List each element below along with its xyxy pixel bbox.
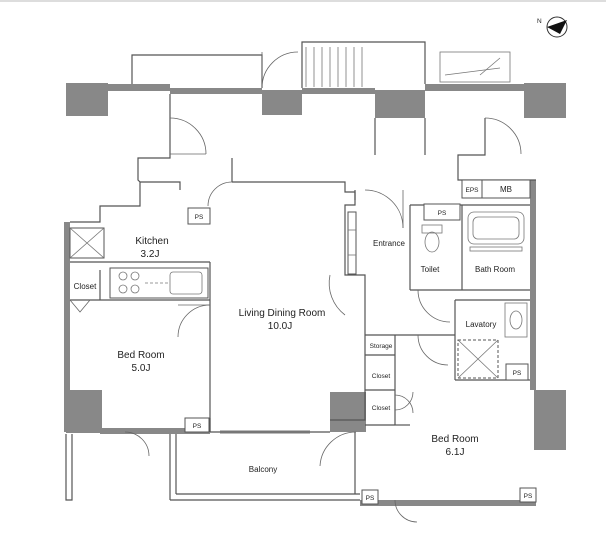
kitchen-counter [109, 267, 209, 299]
svg-text:PS: PS [195, 214, 204, 221]
svg-text:PS: PS [513, 370, 522, 377]
svg-text:PS: PS [438, 210, 447, 217]
structural-walls [64, 83, 566, 506]
wall-right-interior [530, 180, 536, 390]
door-bedroom-right [394, 499, 418, 523]
column-bottom-center [330, 392, 366, 432]
interior-walls [69, 94, 536, 434]
wall-bottom-left [100, 428, 210, 434]
fridge-space [69, 227, 105, 259]
ps-box-bottom-center [361, 489, 379, 505]
wall-top-right-segment [425, 84, 524, 91]
door-balcony-right [319, 431, 357, 467]
storage-label: Storage [370, 343, 393, 350]
stove-burner-icon [130, 284, 140, 294]
column-bottom-right [534, 390, 566, 450]
door-closet-left [69, 299, 91, 313]
balcony-outline [65, 432, 360, 501]
bedroom-right-label: Bed Room [431, 434, 478, 445]
stove-burner-icon [118, 284, 128, 294]
door-balcony-left [124, 431, 150, 457]
closet-mid-2-label: Closet [372, 405, 391, 412]
svg-text:EPS: EPS [465, 187, 479, 194]
bathtub-icon [467, 211, 525, 245]
stove-burner-icon [130, 271, 140, 281]
svg-text:PS: PS [366, 495, 375, 502]
door-bedroom-left [177, 304, 211, 338]
wall-top-mid-segment [170, 88, 262, 94]
svg-text:PS: PS [524, 493, 533, 500]
stove-burner-icon [118, 271, 128, 281]
closet-left-label: Closet [74, 282, 97, 291]
sink-icon [169, 271, 203, 295]
door-entrance [364, 189, 404, 229]
hatch-area [439, 51, 511, 83]
column-top-center [262, 90, 302, 115]
doors [69, 117, 522, 523]
ldk-label: Living Dining Room [239, 308, 326, 319]
door-swing-top [261, 51, 299, 89]
kitchen-size: 3.2J [141, 249, 160, 260]
ps-box-bottom-right [519, 487, 537, 503]
washbasin-icon [504, 302, 528, 338]
svg-text:MB: MB [500, 185, 512, 194]
toilet-icon [424, 231, 440, 253]
ldk-size: 10.0J [268, 321, 292, 332]
door-corridor [169, 117, 207, 155]
north-compass: N [537, 16, 568, 38]
door-lavatory [417, 334, 449, 366]
bathroom-label: Bath Room [475, 265, 515, 274]
door-kitchen [207, 181, 233, 207]
wall-top-center-segment [302, 88, 375, 94]
column-top-right [524, 83, 566, 118]
closet-mid-1-label: Closet [372, 373, 391, 380]
ps-box-lavatory [505, 363, 529, 381]
svg-text:PS: PS [193, 423, 202, 430]
bedroom-left-label: Bed Room [117, 350, 164, 361]
compass-label: N [537, 18, 542, 25]
ps-box-toilet [423, 203, 461, 221]
room-labels: Kitchen 3.2J Living Dining Room 10.0J Be… [74, 236, 516, 474]
balcony-label: Balcony [249, 465, 277, 474]
door-ldk [328, 274, 346, 316]
bedroom-right-size: 6.1J [446, 447, 465, 458]
fixtures [421, 211, 528, 379]
door-corridor-right [484, 117, 522, 155]
lavatory-label: Lavatory [466, 320, 497, 329]
door-closet [394, 394, 414, 414]
entrance-label: Entrance [373, 239, 406, 248]
wall-bottom-right [360, 500, 536, 506]
washer-pan [457, 339, 499, 379]
column-top-left [66, 83, 108, 116]
ps-box-kitchen [187, 207, 211, 225]
column-top-center-right [375, 90, 425, 118]
mb-box [481, 179, 531, 199]
door-toilet [417, 289, 451, 323]
kitchen-label: Kitchen [135, 236, 168, 247]
compass-arrow-icon [547, 20, 567, 34]
facade-top [131, 41, 511, 89]
toilet-label: Toilet [421, 265, 440, 274]
column-bottom-left [66, 390, 102, 433]
utility-boxes: PS PS PS EPS MB PS PS PS [184, 179, 537, 505]
ps-box-bedroom-left [184, 417, 210, 433]
wall-top-left-segment [108, 84, 170, 91]
bedroom-left-size: 5.0J [132, 363, 151, 374]
wall-left [64, 222, 70, 432]
